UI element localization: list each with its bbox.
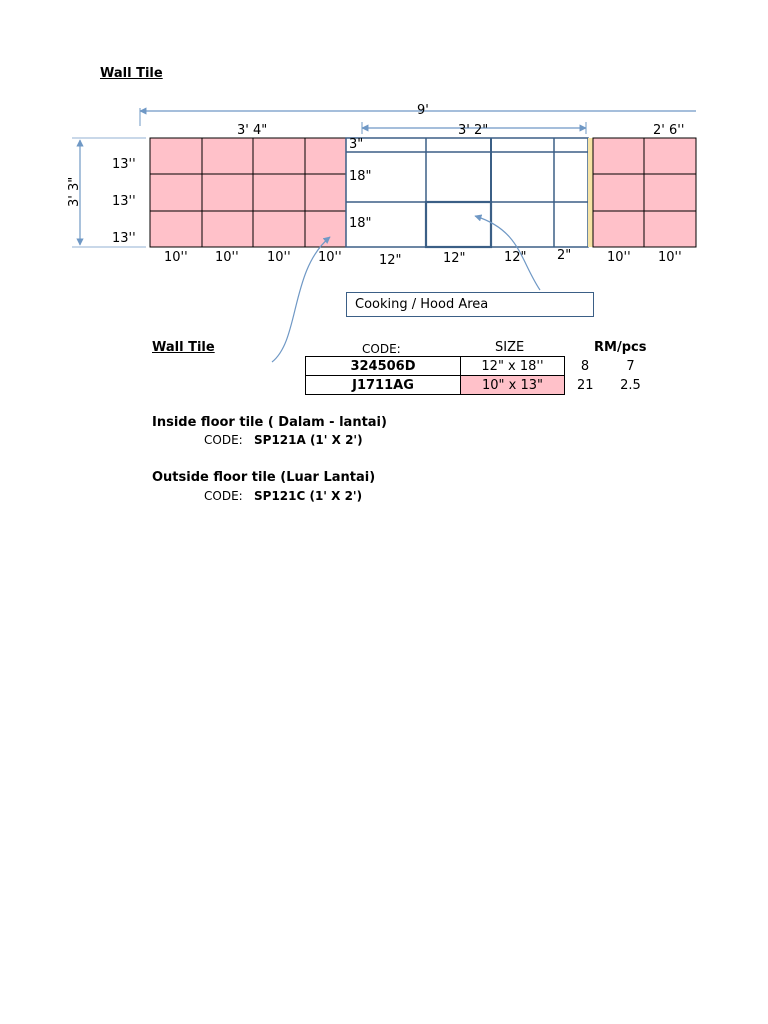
tile-size: 12" x 18'' — [460, 356, 565, 376]
row-height-label: 13'' — [112, 157, 136, 172]
left-tile-block — [149, 137, 356, 248]
right-col-label: 10'' — [658, 250, 682, 265]
rm-pcs-header: RM/pcs — [594, 340, 647, 355]
left-width-label: 3' 4" — [237, 123, 268, 138]
outside-floor-title: Outside floor tile (Luar Lantai) — [152, 470, 376, 485]
middle-width-label: 3' 2" — [458, 123, 489, 138]
outside-floor-code: SP121C (1' X 2') — [254, 489, 363, 503]
tile-pcs: 7 — [626, 358, 635, 374]
left-col-label: 10'' — [164, 250, 188, 265]
left-col-label: 10'' — [318, 250, 342, 265]
table-row: J1711AG 10" x 13" 21 2.5 — [305, 375, 656, 395]
size-header: SIZE — [495, 340, 525, 355]
edge-strip — [588, 138, 593, 247]
wall-tile-table-label: Wall Tile — [152, 340, 215, 355]
middle-col-label: 12" — [379, 253, 402, 268]
tile-rm: 8 — [580, 358, 590, 374]
row-height-label: 13'' — [112, 231, 136, 246]
middle-col-label: 2" — [557, 248, 572, 263]
middle-row-label: 18" — [349, 216, 372, 231]
middle-col-label: 12" — [504, 250, 527, 265]
code-header: CODE: — [362, 342, 401, 356]
left-col-label: 10'' — [267, 250, 291, 265]
callout-curve-hood — [474, 214, 541, 291]
callout-curve-left — [271, 236, 331, 363]
row-height-label: 13'' — [112, 194, 136, 209]
tile-rm: 21 — [576, 377, 594, 393]
tile-size: 10" x 13" — [460, 375, 565, 395]
left-col-label: 10'' — [215, 250, 239, 265]
height-label: 3' 3" — [67, 176, 82, 207]
wall-tile-table: 324506D 12" x 18'' 8 7 J1711AG 10" x 13"… — [305, 356, 656, 395]
inside-floor-title: Inside floor tile ( Dalam - lantai) — [152, 415, 387, 430]
tile-code: J1711AG — [305, 375, 461, 395]
inside-floor-code-label: CODE: — [204, 433, 243, 447]
middle-row-label: 18" — [349, 169, 372, 184]
tile-code: 324506D — [305, 356, 461, 376]
middle-row-label: 3" — [349, 137, 364, 152]
inside-floor-code: SP121A (1' X 2') — [254, 433, 363, 447]
hood-area-grid — [345, 137, 589, 249]
wall-tile-heading: Wall Tile — [100, 66, 163, 81]
middle-col-label: 12" — [443, 251, 466, 266]
right-tile-block — [592, 137, 697, 248]
cooking-hood-area-callout: Cooking / Hood Area — [346, 292, 594, 317]
outside-floor-code-label: CODE: — [204, 489, 243, 503]
total-width-label: 9' — [417, 103, 429, 118]
right-col-label: 10'' — [607, 250, 631, 265]
right-width-label: 2' 6'' — [653, 123, 685, 138]
tile-pcs: 2.5 — [620, 377, 641, 393]
table-row: 324506D 12" x 18'' 8 7 — [305, 356, 656, 376]
